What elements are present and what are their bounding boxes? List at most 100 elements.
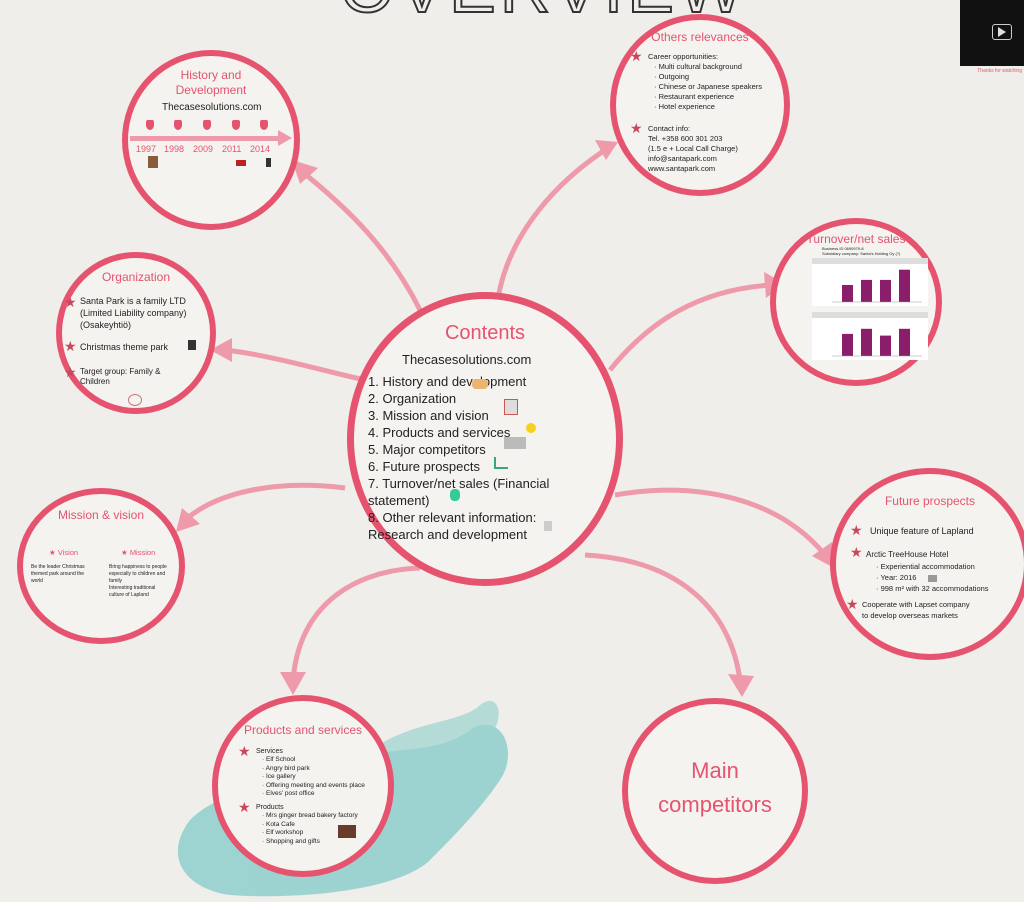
smiley-icon [526,423,536,433]
history-title-line1: History and [180,68,242,82]
turnover-node[interactable]: Turnover/net sales Business ID 0690979-8… [770,218,942,386]
service-item: · Offering meeting and events place [262,781,365,789]
competitors-node[interactable]: Main competitors [622,698,808,884]
mission-node[interactable]: Mission & vision ★ Vision ★ Mission Be t… [17,488,185,644]
history-node[interactable]: History and Development Thecasesolutions… [122,50,300,230]
timeline-year: 2014 [250,144,271,154]
service-item: · Angry bird park [262,764,310,772]
star-icon: ★ [49,548,58,557]
history-source: Thecasesolutions.com [162,102,262,113]
mission-text: culture of Lapland [109,592,149,598]
products-title: Products and services [243,723,363,737]
chart-bar [842,285,853,302]
contents-item: Research and development [368,527,527,542]
star-icon: ★ [238,743,251,759]
arrow-head-history [292,160,318,184]
product-item: · Elf workshop [262,829,304,836]
contact-list: Tel. +358 600 301 203 (1.5 e + Local Cal… [648,134,738,174]
chart-bar [880,279,891,302]
future-subitem: · Year: 2016 [876,573,917,582]
career-label: Career opportunities: [648,52,719,61]
contact-item: www.santapark.com [648,164,716,173]
organization-item: Santa Park is a family LTD [80,296,186,306]
timeline-year: 1997 [136,144,157,154]
turnover-note: Subsidiary company: Santa's Holding Oy (… [822,251,901,256]
chart-bar [880,335,891,356]
future-item: Cooperate with Lapset company [862,600,970,609]
chart-bar [899,328,910,356]
contents-item: 5. Major competitors [368,442,486,457]
timeline-year: 2009 [193,144,214,154]
organization-item: Target group: Family & [80,367,161,376]
contents-item: 6. Future prospects [368,459,480,474]
future-title: Future prospects [884,494,976,508]
arrow-to-history [298,168,423,312]
organization-node[interactable]: Organization ★ Santa Park is a family LT… [56,252,216,414]
contact-label: Contact info: [648,124,691,133]
contents-item: 8. Other relevant information: [368,510,537,525]
star-icon: ★ [850,544,863,560]
service-item: · Elves' post office [262,790,315,797]
future-subitem: · Experiential accommodation [876,562,975,571]
handshake-icon [472,379,488,389]
career-item: · Restaurant experience [654,92,735,101]
timeline-thumbnail [148,156,158,168]
chocolate-icon [338,825,356,838]
star-icon: ★ [846,596,859,612]
chart-bars [832,269,922,303]
service-item: · Ice gallery [262,773,296,780]
future-item: Unique feature of Lapland [870,526,974,536]
mission-title: Mission & vision [57,508,145,522]
chart-bar [861,328,872,356]
play-icon [992,24,1012,40]
future-item: Arctic TreeHouse Hotel [866,550,949,559]
services-label: Services [256,748,283,755]
products-node[interactable]: Products and services ★ Services · Elf S… [212,695,394,877]
future-item: to develop overseas markets [862,611,958,620]
contents-item: 4. Products and services [368,425,511,440]
organization-item: Christmas theme park [80,342,169,352]
arrow-to-future [614,487,827,557]
contents-source: Thecasesolutions.com [402,352,532,367]
video-thumbnail[interactable] [960,0,1024,66]
family-icon [128,394,142,406]
contact-item: (1.5 e + Local Call Charge) [648,144,738,153]
future-node[interactable]: Future prospects ★ Unique feature of Lap… [830,468,1024,660]
arrow-head-products [280,672,306,695]
competitors-title-line2: competitors [658,792,772,817]
chart-header-bar [812,312,928,318]
timeline-year: 1998 [164,144,185,154]
others-node[interactable]: Others relevances ★ Career opportunities… [610,14,790,196]
product-item: · Kota Cafe [262,820,295,828]
star-icon: ★ [630,48,643,64]
star-icon: ★ [238,799,251,815]
others-title: Others relevances [651,30,749,44]
chart-bar [861,279,872,302]
contents-list: 1. History and development 2. Organizati… [368,373,549,543]
document-icon [504,399,518,415]
timeline-thumbnail [236,160,246,166]
contents-node[interactable]: Contents Thecasesolutions.com 1. History… [347,292,623,586]
product-item: · Shopping and gifts [262,837,320,845]
timeline-bar [130,136,280,141]
mission-text: Interesting traditional [109,585,156,591]
timeline-pin-icon [174,120,182,130]
arrow-head-organization [210,338,232,362]
contents-item: statement) [368,493,430,508]
organization-item: Children [80,377,110,386]
star-icon: ★ [850,522,863,538]
star-icon: ★ [121,548,130,557]
connector-arrows [176,140,834,697]
contact-item: info@santapark.com [648,154,717,163]
mission-label: ★ Mission [121,548,156,557]
products-list: · Mrs ginger bread bakery factory · Kota… [262,812,358,846]
vision-text: themed park around the [31,571,85,577]
contents-item: 3. Mission and vision [368,408,489,423]
arrow-to-products [290,565,421,681]
timeline-pin-icon [203,120,211,130]
vision-text: Be the leader Christmas [31,564,85,570]
chart-bar [842,333,853,356]
career-item: · Chinese or Japanese speakers [654,82,762,91]
arrow-to-competitors [584,552,743,681]
arrow-head-future [812,542,834,568]
